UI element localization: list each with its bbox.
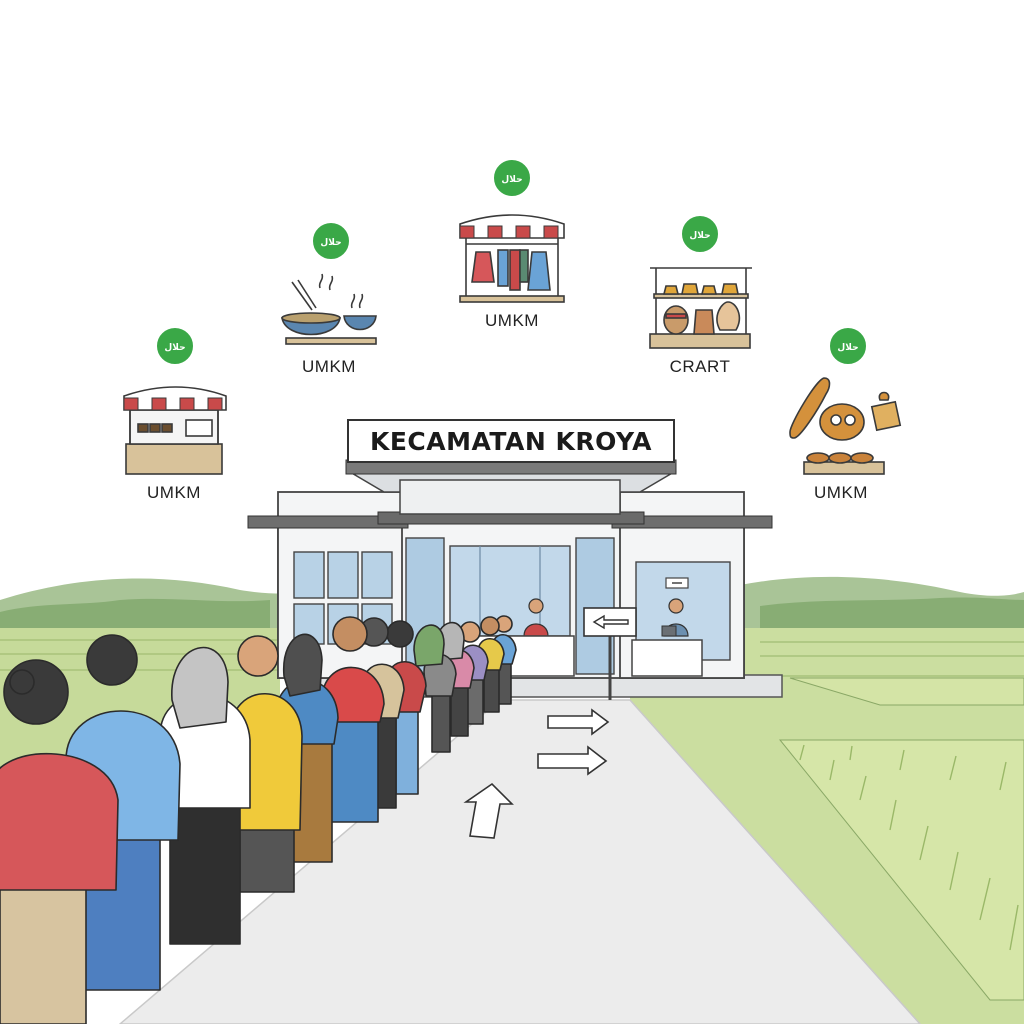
arrow-right-upper (547, 708, 610, 736)
rice-stalks (799, 744, 1019, 951)
tree-line-left (0, 598, 270, 632)
stall-clothing: حلال UMKM (459, 158, 565, 330)
svg-text:حلال: حلال (689, 231, 710, 241)
halal-badge: حلال (828, 326, 868, 366)
halal-badge: حلال (311, 221, 351, 261)
stall-label: UMKM (814, 483, 868, 502)
person-queue-08 (385, 620, 427, 795)
clerk-right (661, 598, 689, 637)
queue (0, 615, 517, 1024)
person-queue-09 (413, 624, 457, 753)
stall-label: CRART (670, 357, 731, 376)
stall-food: حلال UMKM (281, 221, 377, 376)
booth-icon (123, 386, 227, 475)
stall-snack: حلال UMKM (123, 326, 227, 502)
arrow-right-lower (537, 745, 608, 776)
arrow-up (463, 782, 514, 839)
field-rows-right (760, 641, 1024, 677)
stall-label: UMKM (302, 357, 356, 376)
stall-label: UMKM (147, 483, 201, 502)
svg-text:حلال: حلال (501, 175, 522, 185)
craft-shelf-icon (649, 267, 752, 349)
tree-line-right (760, 597, 1024, 632)
stall-bakery: حلال UMKM (789, 326, 902, 502)
office-building: KECAMATAN KROYA (247, 419, 783, 700)
office-sign-text: KECAMATAN KROYA (370, 427, 652, 456)
direction-sign (583, 607, 637, 700)
stall-craft: حلال CRART (649, 214, 752, 376)
bakery-icon (789, 377, 902, 475)
floor-arrows (463, 708, 610, 839)
rice-paddy-far (789, 677, 1024, 706)
halal-badge: حلال (680, 214, 720, 254)
glass-panel-right (575, 537, 615, 675)
person-queue-03 (159, 646, 251, 945)
office-sign (347, 419, 675, 463)
svg-text:حلال: حلال (320, 238, 341, 248)
clerk-main (523, 598, 549, 637)
halal-badge: حلال (155, 326, 195, 366)
walkway (118, 699, 922, 1024)
canopy-front (399, 479, 621, 515)
person-queue-06 (321, 616, 385, 823)
clothing-rack-icon (459, 214, 565, 303)
svg-text:حلال: حلال (164, 343, 185, 353)
counter-right (631, 639, 703, 677)
svg-text:حلال: حلال (837, 343, 858, 353)
rice-paddy-near (778, 739, 1024, 1001)
food-bowls-icon (281, 273, 377, 345)
halal-badge: حلال (492, 158, 532, 198)
person-queue-01 (0, 659, 119, 1024)
stall-label: UMKM (485, 311, 539, 330)
